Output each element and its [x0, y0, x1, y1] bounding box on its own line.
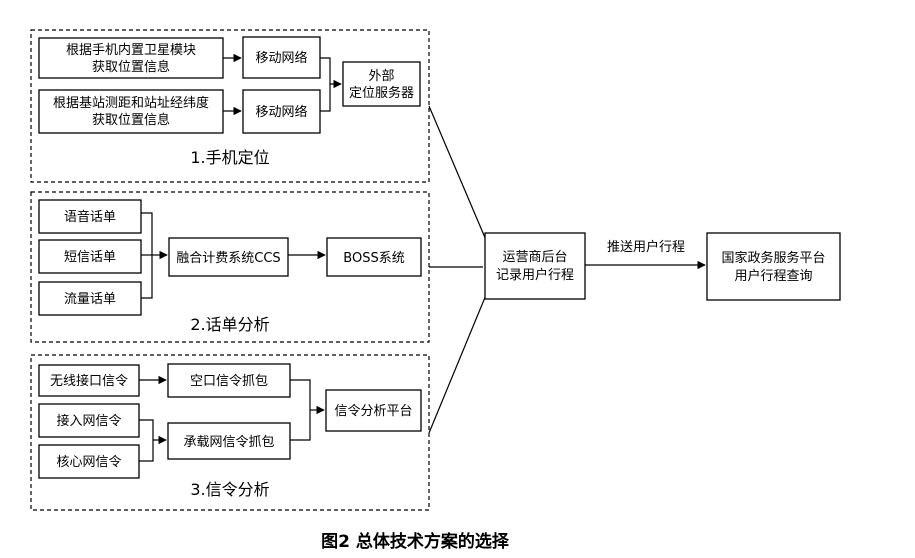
svg-text:根据手机内置卫星模块获取位置信息: 根据手机内置卫星模块获取位置信息 [66, 42, 196, 75]
node-operator-backend: 运营商后台记录用户行程 [484, 232, 586, 300]
node-voice-cdr-label: 语音话单 [64, 209, 116, 225]
node-air-label: 空口信令抓包 [190, 374, 268, 389]
node-operator-line1: 运营商后台 [502, 250, 567, 265]
node-boss: BOSS系统 [326, 237, 422, 277]
node-mobile-network-2-label: 移动网络 [255, 104, 307, 120]
edge-mobile2-to-server [320, 84, 331, 112]
node-satellite-line2: 获取位置信息 [92, 59, 170, 75]
node-data-cdr: 流量话单 [38, 281, 142, 316]
node-base-line2: 获取位置信息 [92, 112, 170, 128]
node-bearer-label: 承载网信令抓包 [183, 435, 274, 450]
node-air-capture: 空口信令抓包 [167, 363, 291, 398]
group-label-cdr-analysis: 2.话单分析 [190, 315, 269, 334]
node-operator-line2: 记录用户行程 [496, 267, 574, 283]
svg-text:根据基站测距和站址经纬度获取位置信息: 根据基站测距和站址经纬度获取位置信息 [53, 95, 209, 128]
node-mobile-network-1: 移动网络 [242, 36, 321, 79]
node-mobile-network-1-label: 移动网络 [255, 50, 307, 66]
node-satellite-line1: 根据手机内置卫星模块 [66, 42, 196, 58]
node-base-line1: 根据基站测距和站址经纬度 [53, 95, 209, 111]
node-base-station-positioning: 根据基站测距和站址经纬度获取位置信息 [38, 89, 224, 134]
node-core-label: 核心网信令 [56, 455, 121, 470]
node-gov-line1: 国家政务服务平台 [721, 250, 825, 266]
node-access-signaling: 接入网信令 [38, 403, 140, 438]
node-signaling-platform: 信令分析平台 [325, 389, 422, 432]
node-access-label: 接入网信令 [56, 413, 121, 429]
edge-group3-to-operator [428, 294, 487, 434]
svg-text:外部定位服务器: 外部定位服务器 [349, 69, 414, 101]
node-satellite-positioning: 根据手机内置卫星模块获取位置信息 [38, 37, 224, 79]
node-core-signaling: 核心网信令 [38, 444, 140, 479]
edge-group1-to-operator [428, 105, 487, 241]
node-sms-cdr: 短信话单 [38, 239, 142, 274]
node-boss-label: BOSS系统 [343, 251, 404, 266]
node-ext-line2: 定位服务器 [349, 85, 414, 101]
node-voice-cdr: 语音话单 [38, 199, 142, 234]
node-ext-line1: 外部 [368, 69, 394, 84]
svg-text:国家政务服务平台用户行程查询: 国家政务服务平台用户行程查询 [721, 250, 825, 284]
svg-text:运营商后台记录用户行程: 运营商后台记录用户行程 [496, 250, 574, 283]
node-sigplat-label: 信令分析平台 [334, 404, 412, 419]
node-gov-line2: 用户行程查询 [734, 268, 812, 284]
edge-capture-merge [290, 379, 311, 441]
node-data-cdr-label: 流量话单 [64, 292, 116, 307]
group-phone-positioning [30, 29, 430, 183]
node-gov-platform: 国家政务服务平台用户行程查询 [706, 232, 841, 301]
node-ccs: 融合计费系统CCS [168, 237, 289, 277]
node-wireless-signaling: 无线接口信令 [38, 364, 140, 397]
edge-label-push: 推送用户行程 [607, 239, 685, 255]
node-wireless-label: 无线接口信令 [50, 373, 128, 389]
group-signaling-analysis [30, 354, 430, 511]
figure-caption: 图2 总体技术方案的选择 [321, 531, 510, 552]
edge-mobile1-to-server [320, 57, 342, 89]
node-ccs-label: 融合计费系统CCS [176, 251, 280, 266]
group-label-signaling-analysis: 3.信令分析 [190, 480, 269, 499]
node-mobile-network-2: 移动网络 [242, 89, 321, 134]
node-sms-cdr-label: 短信话单 [64, 250, 116, 265]
group-label-phone-positioning: 1.手机定位 [190, 148, 269, 167]
edge-access-core-merge [139, 419, 154, 462]
node-bearer-capture: 承载网信令抓包 [167, 422, 291, 460]
node-external-positioning-server: 外部定位服务器 [342, 61, 421, 107]
